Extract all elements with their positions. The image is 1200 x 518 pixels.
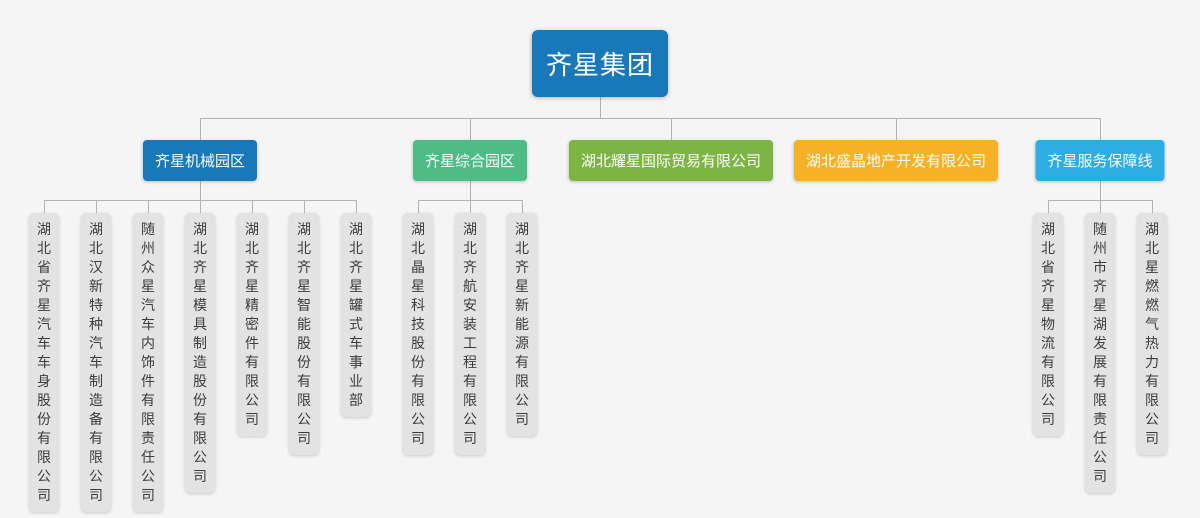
connector-parent-drop: [470, 177, 471, 200]
company-name-label: 湖北省齐星汽车车身股份有限公司: [37, 221, 51, 503]
company-name-label: 湖北齐星新能源有限公司: [515, 221, 529, 427]
connector-child-stub: [522, 200, 523, 213]
company-node[interactable]: 湖北齐星智能股份有限公司: [289, 213, 319, 455]
connector-group-drop: [470, 118, 471, 140]
connector-child-stub: [356, 200, 357, 213]
company-name-label: 湖北齐星罐式车事业部: [349, 221, 363, 408]
connector-child-stub: [44, 200, 45, 213]
company-node[interactable]: 湖北省齐星汽车车身股份有限公司: [29, 213, 59, 512]
division-node-shengjing-realestate[interactable]: 湖北盛晶地产开发有限公司: [793, 140, 999, 181]
division-node-machinery-park[interactable]: 齐星机械园区: [142, 140, 258, 181]
connector-child-stub: [418, 200, 419, 213]
connector-child-stub: [470, 200, 471, 213]
company-node[interactable]: 湖北齐星精密件有限公司: [237, 213, 267, 436]
company-name-label: 湖北齐星精密件有限公司: [245, 221, 259, 427]
company-node[interactable]: 随州市齐星湖发展有限责任公司: [1085, 213, 1115, 493]
company-name-label: 随州众星汽车内饰件有限责任公司: [141, 221, 155, 503]
connector-group-drop: [671, 118, 672, 140]
division-node-yaoxing-trade[interactable]: 湖北耀星国际贸易有限公司: [568, 140, 774, 181]
company-node[interactable]: 湖北省齐星物流有限公司: [1033, 213, 1063, 436]
connector-child-stub: [252, 200, 253, 213]
company-node[interactable]: 湖北晶星科技股份有限公司: [403, 213, 433, 455]
company-name-label: 湖北晶星科技股份有限公司: [411, 221, 425, 446]
division-node-service-support-line[interactable]: 齐星服务保障线: [1035, 140, 1165, 181]
connector-group-drop: [1100, 118, 1101, 140]
connector-top-hline: [200, 118, 1100, 119]
connector-group-drop: [200, 118, 201, 140]
company-node[interactable]: 湖北齐星新能源有限公司: [507, 213, 537, 436]
connector-child-stub: [96, 200, 97, 213]
company-node[interactable]: 湖北汉新特种汽车制造备有限公司: [81, 213, 111, 512]
connector-parent-drop: [1100, 177, 1101, 200]
connector-child-stub: [1100, 200, 1101, 213]
company-node[interactable]: 湖北齐航安装工程有限公司: [455, 213, 485, 455]
connector-root-drop: [600, 88, 601, 118]
company-name-label: 湖北齐星智能股份有限公司: [297, 221, 311, 446]
company-name-label: 湖北齐航安装工程有限公司: [463, 221, 477, 446]
company-name-label: 湖北齐星模具制造股份有限公司: [193, 221, 207, 484]
connector-child-stub: [200, 200, 201, 213]
division-node-comprehensive-park[interactable]: 齐星综合园区: [412, 140, 528, 181]
connector-parent-drop: [200, 177, 201, 200]
connector-child-stub: [1048, 200, 1049, 213]
company-node[interactable]: 湖北齐星罐式车事业部: [341, 213, 371, 417]
connector-group-drop: [896, 118, 897, 140]
company-name-label: 湖北汉新特种汽车制造备有限公司: [89, 221, 103, 503]
root-node-qixing-group[interactable]: 齐星集团: [531, 30, 669, 97]
company-name-label: 湖北省齐星物流有限公司: [1041, 221, 1055, 427]
connector-child-stub: [1152, 200, 1153, 213]
company-node[interactable]: 随州众星汽车内饰件有限责任公司: [133, 213, 163, 512]
connector-child-stub: [304, 200, 305, 213]
company-name-label: 随州市齐星湖发展有限责任公司: [1093, 221, 1107, 484]
company-node[interactable]: 湖北星燃燃气热力有限公司: [1137, 213, 1167, 455]
company-node[interactable]: 湖北齐星模具制造股份有限公司: [185, 213, 215, 493]
connector-child-stub: [148, 200, 149, 213]
company-name-label: 湖北星燃燃气热力有限公司: [1145, 221, 1159, 446]
